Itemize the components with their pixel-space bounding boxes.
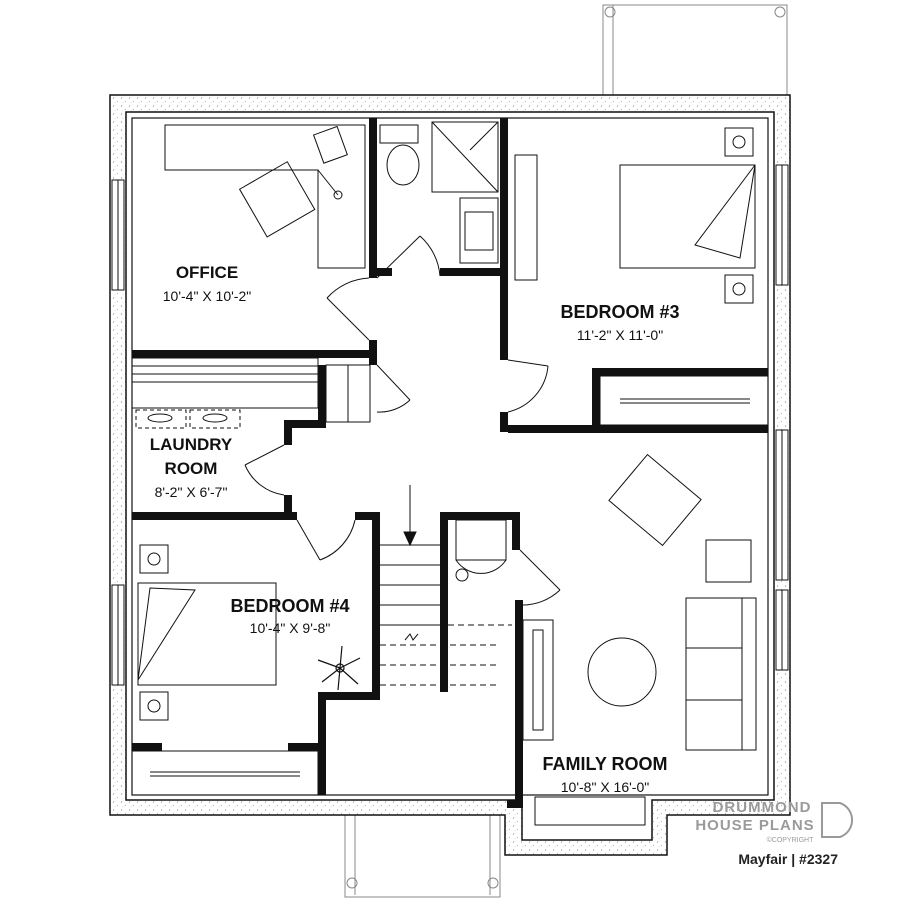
office-label: OFFICE	[176, 263, 238, 282]
deck-top-right	[602, 4, 788, 101]
bedroom4-furniture	[137, 544, 277, 721]
office-furniture	[164, 124, 366, 269]
family-dims: 10'-8" X 16'-0"	[561, 779, 649, 795]
bedroom3-dims: 11'-2" X 11'-0"	[577, 327, 663, 343]
interior-walls	[132, 118, 768, 808]
foundation-wall	[109, 94, 791, 856]
office-dims: 10'-4" X 10'-2"	[163, 288, 251, 304]
windows	[111, 164, 789, 826]
brand-copyright: ©COPYRIGHT	[767, 836, 814, 844]
bathroom-fixtures	[379, 121, 499, 264]
brand-mark-icon	[821, 802, 854, 838]
staircase	[380, 485, 512, 686]
door-swings	[244, 235, 561, 606]
laundry-appliances	[131, 357, 319, 429]
laundry-dims: 8'-2" X 6'-7"	[155, 484, 228, 500]
bedroom3-label: BEDROOM #3	[560, 302, 679, 322]
bedroom4-label: BEDROOM #4	[230, 596, 349, 616]
plan-caption: Mayfair | #2327	[738, 851, 838, 867]
bedroom4-dims: 10'-4" X 9'-8"	[250, 620, 331, 636]
brand-logo: DRUMMOND HOUSE PLANS ©COPYRIGHT	[695, 799, 854, 844]
plant-icon	[317, 645, 361, 691]
bedroom3-furniture	[514, 127, 756, 304]
brand-line2: HOUSE PLANS	[695, 817, 814, 834]
foundation-inner-line	[131, 117, 769, 796]
laundry-label-line2: ROOM	[165, 459, 218, 478]
family-furniture	[455, 453, 757, 751]
family-label: FAMILY ROOM	[542, 754, 667, 774]
brand-line1: DRUMMOND	[713, 799, 812, 816]
closets	[131, 364, 769, 796]
laundry-label-line1: LAUNDRY	[150, 435, 233, 454]
deck-bottom	[344, 814, 501, 898]
